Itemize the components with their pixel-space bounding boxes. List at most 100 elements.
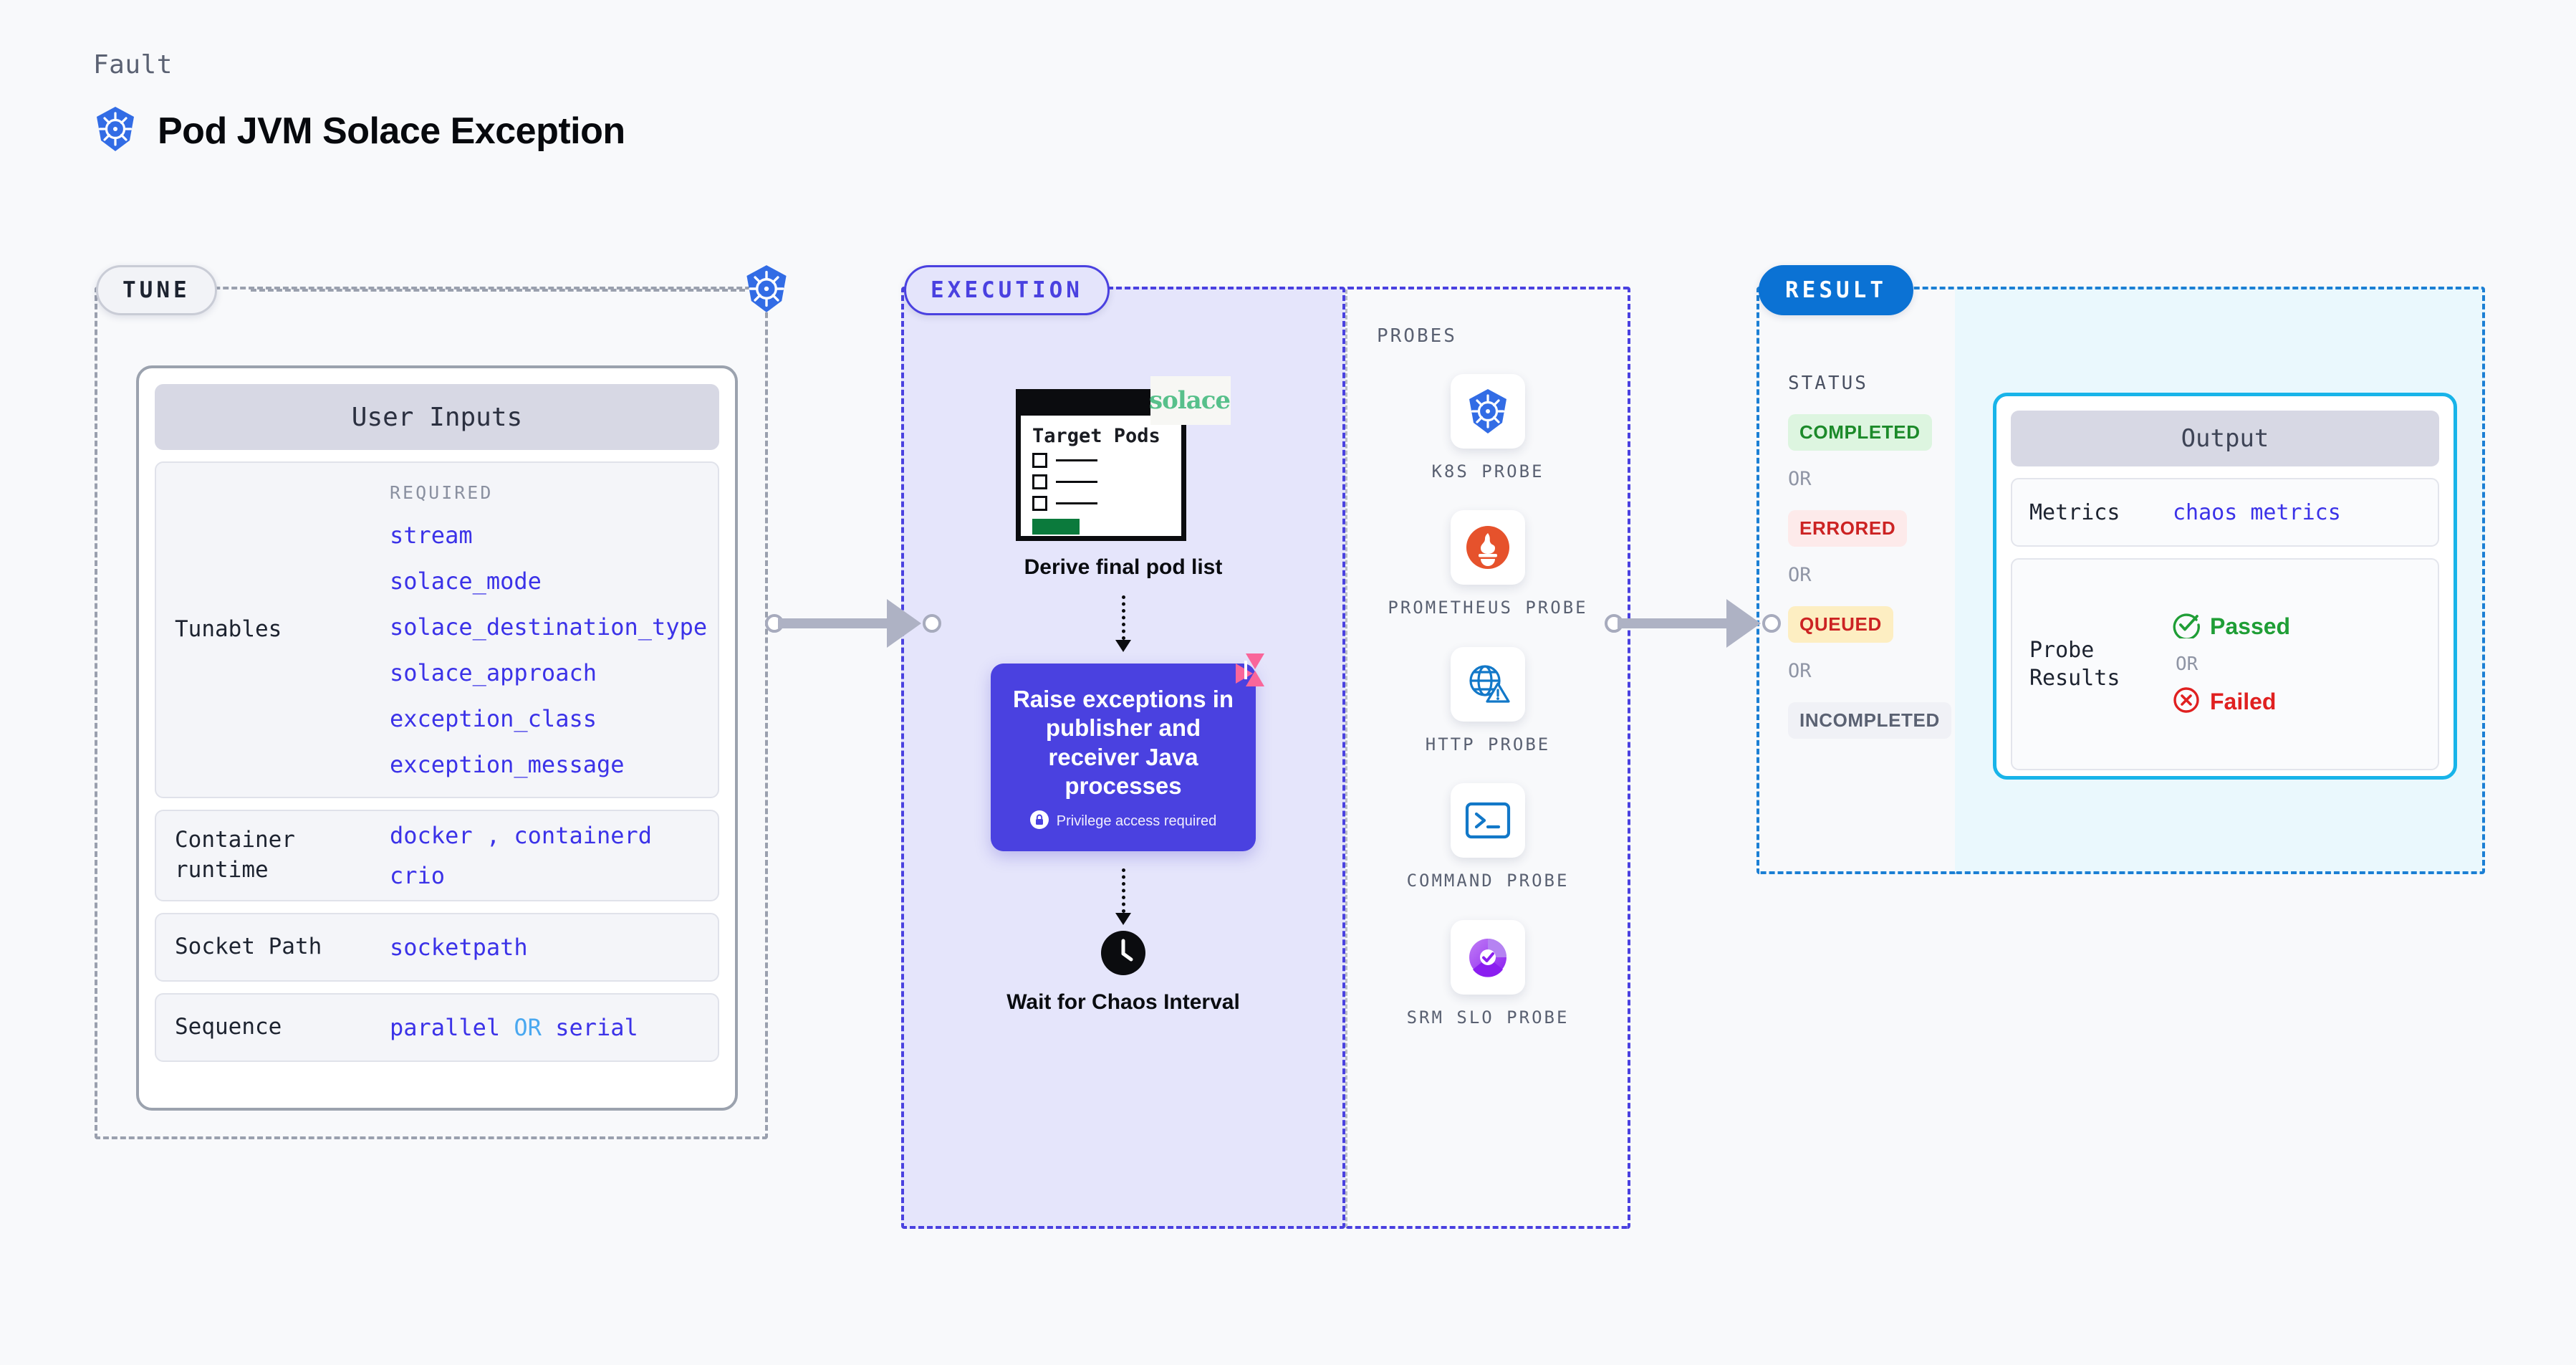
required-label: REQUIRED	[390, 482, 494, 503]
or-label: OR	[1788, 468, 1812, 490]
check-circle-icon	[2173, 611, 2200, 642]
probe-item-prometheus[interactable]: PROMETHEUS PROBE	[1345, 510, 1630, 619]
tune-row-values: parallel OR serial	[390, 1014, 699, 1041]
probe-label: PROMETHEUS PROBE	[1388, 598, 1588, 618]
wait-chaos-interval-caption: Wait for Chaos Interval	[1006, 990, 1240, 1014]
or-label: OR	[2176, 653, 2198, 675]
list-item	[1032, 474, 1170, 490]
execution-flow: Target Pods solace Derive final pod list	[901, 287, 1345, 1016]
probes-list: PROBES K8S PROBE	[1345, 287, 1630, 1029]
kubernetes-icon	[1451, 374, 1525, 449]
tunable-value[interactable]: solace_mode	[390, 567, 542, 595]
status-badge: QUEUED	[1788, 606, 1893, 643]
or-label: OR	[1788, 564, 1812, 586]
sequence-value[interactable]: serial	[555, 1014, 638, 1041]
probe-result-passed: Passed	[2173, 611, 2290, 642]
or-label: OR	[1788, 660, 1812, 682]
status-label: STATUS	[1788, 373, 1868, 394]
runtime-value[interactable]: docker	[390, 822, 473, 849]
status-badge: ERRORED	[1788, 510, 1908, 547]
connector-tune-to-execution	[765, 599, 953, 652]
tune-row-key: Sequence	[175, 1014, 282, 1040]
table-row: Socket Path socketpath	[155, 913, 719, 982]
tune-row-values: socketpath	[390, 934, 699, 961]
stage-pill-result[interactable]: RESULT	[1759, 265, 1913, 315]
x-circle-icon	[2173, 686, 2200, 717]
value-separator: ,	[486, 822, 501, 849]
probe-item-http[interactable]: HTTP PROBE	[1345, 646, 1630, 756]
status-badge: INCOMPLETED	[1788, 702, 1951, 739]
checkbox-icon	[1032, 474, 1047, 490]
probe-result-label: Passed	[2210, 613, 2291, 639]
tune-row-values: REQUIRED stream solace_mode solace_desti…	[390, 482, 707, 778]
srm-slo-icon	[1451, 919, 1525, 995]
runtime-value[interactable]: containerd	[514, 822, 653, 849]
privilege-note-text: Privilege access required	[1056, 813, 1217, 829]
table-row: Sequence parallel OR serial	[155, 993, 719, 1062]
output-row-key: Metrics	[2029, 499, 2120, 525]
stage-pill-execution[interactable]: EXECUTION	[904, 265, 1110, 315]
tune-row-key: Socket Path	[175, 934, 322, 960]
tune-row-values: docker , containerd crio	[390, 822, 699, 889]
tunable-value[interactable]: stream	[390, 521, 473, 549]
kubernetes-icon	[741, 264, 792, 314]
tune-row-key: Tunables	[175, 616, 282, 643]
probe-result-failed: Failed	[2173, 686, 2290, 717]
metrics-value[interactable]: chaos metrics	[2173, 499, 2341, 525]
probe-label: K8S PROBE	[1431, 461, 1544, 482]
probe-item-command[interactable]: COMMAND PROBE	[1345, 783, 1630, 892]
tune-row-key: Container runtime	[175, 827, 295, 883]
tunable-value[interactable]: solace_destination_type	[390, 613, 708, 641]
globe-warning-icon	[1451, 646, 1525, 722]
probe-label: COMMAND PROBE	[1406, 871, 1570, 891]
output-card: Output Metrics chaos metrics Probe Resul…	[1993, 393, 2457, 780]
list-item	[1032, 453, 1170, 469]
list-item	[1032, 496, 1170, 512]
status-badge: COMPLETED	[1788, 414, 1932, 451]
checkbox-icon	[1032, 453, 1047, 469]
page-header: Fault Pod JVM Solace Exception	[93, 50, 625, 156]
connector-execution-to-result	[1605, 599, 1792, 652]
result-status-list: STATUS COMPLETED OR ERRORED OR QUEUED OR…	[1756, 287, 1957, 739]
derive-pod-list-caption: Derive final pod list	[1024, 555, 1223, 579]
action-card-title: Raise exceptions in publisher and receiv…	[1012, 686, 1234, 799]
table-row: Metrics chaos metrics	[2011, 478, 2439, 547]
checkbox-icon	[1032, 496, 1047, 512]
probe-label: HTTP PROBE	[1425, 734, 1551, 755]
user-inputs-header: User Inputs	[155, 384, 719, 450]
output-row-key: Probe Results	[2029, 638, 2120, 691]
tunable-value[interactable]: exception_class	[390, 704, 597, 732]
lock-icon	[1029, 810, 1049, 833]
fault-eyebrow: Fault	[93, 50, 173, 80]
title-row: Pod JVM Solace Exception	[93, 105, 625, 156]
tunable-value[interactable]: exception_message	[390, 750, 625, 778]
tune-stage-container	[95, 287, 768, 1139]
clock-icon	[1101, 931, 1145, 979]
page-title: Pod JVM Solace Exception	[158, 110, 625, 152]
table-row: Container runtime docker , containerd cr…	[155, 810, 719, 901]
target-pods-illustration: Target Pods solace	[1016, 376, 1231, 541]
progress-bar	[1032, 519, 1080, 535]
probes-label: PROBES	[1377, 325, 1457, 347]
target-pods-title: Target Pods	[1032, 425, 1160, 447]
execution-action-card[interactable]: Raise exceptions in publisher and receiv…	[991, 653, 1264, 851]
sequence-value[interactable]: parallel	[390, 1014, 501, 1041]
socket-path-value[interactable]: socketpath	[390, 934, 528, 961]
probe-results-values: Passed OR Failed	[2173, 611, 2290, 717]
output-header: Output	[2011, 411, 2439, 466]
probe-label: SRM SLO PROBE	[1406, 1007, 1570, 1028]
flow-arrow-down	[1115, 868, 1131, 925]
terminal-icon	[1451, 783, 1525, 858]
tune-dashed-connector	[251, 289, 745, 292]
probe-item-k8s[interactable]: K8S PROBE	[1345, 374, 1630, 483]
value-separator: OR	[514, 1014, 542, 1041]
flow-arrow-down	[1115, 595, 1131, 652]
tunable-value[interactable]: solace_approach	[390, 658, 597, 686]
probe-item-srm-slo[interactable]: SRM SLO PROBE	[1345, 919, 1630, 1029]
litmuschaos-icon	[1224, 652, 1266, 689]
probe-result-label: Failed	[2210, 689, 2277, 714]
privilege-note: Privilege access required	[1009, 810, 1237, 833]
runtime-value[interactable]: crio	[390, 862, 446, 889]
stage-pill-tune[interactable]: TUNE	[96, 265, 217, 315]
solace-logo: solace	[1149, 376, 1231, 425]
